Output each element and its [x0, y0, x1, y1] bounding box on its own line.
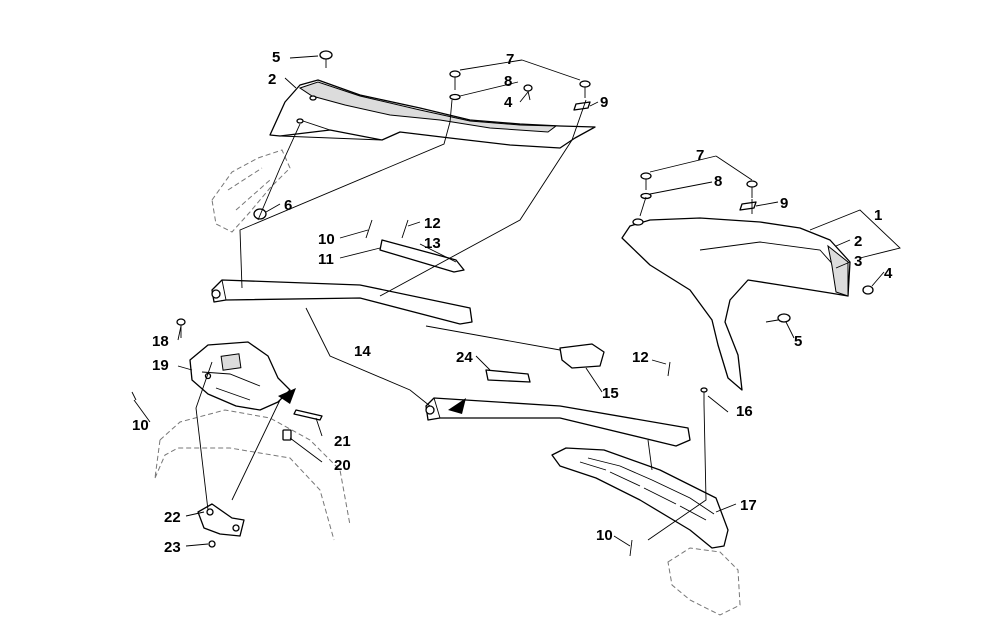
- callout-6: 6: [284, 197, 292, 214]
- callout-23: 23: [164, 539, 181, 556]
- side-panel-left: [269, 79, 596, 149]
- step-plate: [551, 447, 729, 549]
- callout-7: 7: [696, 147, 704, 164]
- callout-19: 19: [152, 357, 169, 374]
- callout-labels: 5 2 7 8 4 9 6 10 11 12 13 7 8 9 1 2 3 4 …: [132, 49, 893, 556]
- leader-lines: [195, 99, 901, 541]
- callout-7: 7: [506, 51, 514, 68]
- side-panel-right: [621, 217, 851, 391]
- callout-8: 8: [714, 173, 722, 190]
- callout-2: 2: [268, 71, 276, 88]
- callout-3: 3: [854, 253, 862, 270]
- callout-4: 4: [884, 265, 893, 282]
- ghost-frame-right: [667, 547, 741, 616]
- plate-22: [197, 503, 245, 537]
- callout-5: 5: [272, 49, 280, 66]
- rail-upper: [211, 279, 473, 325]
- callout-9: 9: [780, 195, 788, 212]
- mount-bracket: [189, 341, 296, 411]
- callout-20: 20: [334, 457, 351, 474]
- callout-22: 22: [164, 509, 181, 526]
- callout-18: 18: [152, 333, 169, 350]
- ghost-frame-upper-left: [211, 149, 291, 233]
- callout-13: 13: [424, 235, 441, 252]
- rail-lower: [425, 397, 691, 447]
- callout-10: 10: [596, 527, 613, 544]
- callout-1: 1: [874, 207, 882, 224]
- callout-4: 4: [504, 94, 513, 111]
- bracket-15: [559, 343, 605, 369]
- callout-21: 21: [334, 433, 351, 450]
- callout-16: 16: [736, 403, 753, 420]
- callout-9: 9: [600, 94, 608, 111]
- callout-5: 5: [794, 333, 802, 350]
- callout-leaders: [133, 55, 885, 547]
- callout-15: 15: [602, 385, 619, 402]
- direction-arrow-icon: [278, 388, 296, 404]
- callout-14: 14: [354, 343, 371, 360]
- callout-8: 8: [504, 73, 512, 90]
- direction-arrow-icon: [448, 398, 466, 414]
- ghost-frame-left: [154, 409, 351, 541]
- callout-11: 11: [318, 251, 334, 268]
- callout-12: 12: [424, 215, 441, 232]
- callout-17: 17: [740, 497, 757, 514]
- callout-24: 24: [456, 349, 473, 366]
- callout-12: 12: [632, 349, 649, 366]
- strip-24: [485, 369, 531, 383]
- callout-10: 10: [318, 231, 335, 248]
- callout-10: 10: [132, 417, 149, 434]
- callout-2: 2: [854, 233, 862, 250]
- strip-13: [379, 239, 465, 273]
